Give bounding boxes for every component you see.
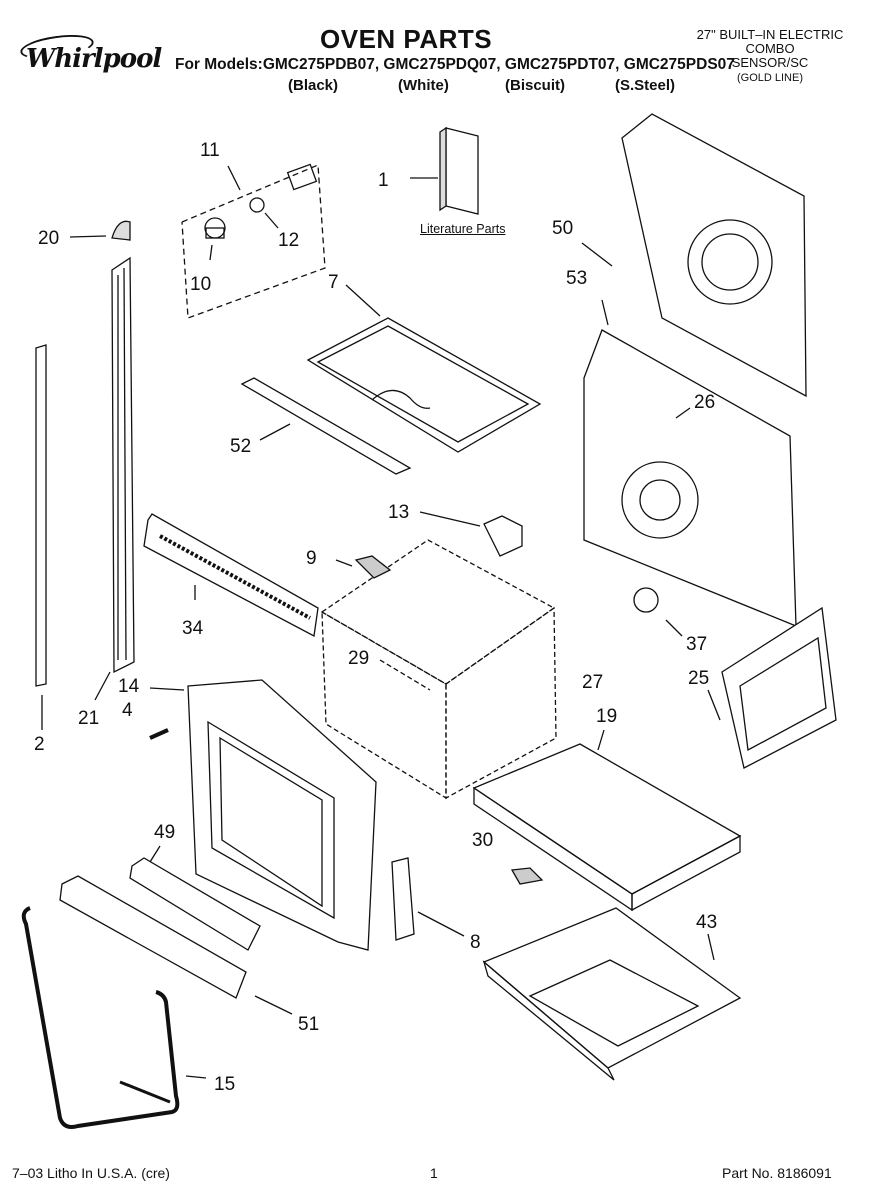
callout-2: 2 bbox=[34, 734, 45, 755]
callout-11: 11 bbox=[200, 140, 220, 161]
part-2-strip bbox=[35, 344, 47, 730]
part-52-strip bbox=[240, 377, 412, 475]
callout-20: 20 bbox=[38, 228, 60, 249]
callout-8: 8 bbox=[470, 932, 481, 953]
callout-1: 1 bbox=[378, 170, 389, 191]
brand-name: Whirlpool bbox=[26, 44, 162, 74]
callout-13: 13 bbox=[388, 502, 410, 523]
callout-52: 52 bbox=[230, 436, 252, 457]
finish-black: (Black) bbox=[288, 77, 339, 94]
product-type-line2: COMBO bbox=[745, 41, 795, 56]
callout-43: 43 bbox=[696, 912, 718, 933]
part-49-trim bbox=[129, 845, 261, 951]
product-type-line4: (GOLD LINE) bbox=[736, 72, 803, 84]
part-30-clip bbox=[510, 867, 544, 885]
literature-booklet bbox=[410, 126, 479, 215]
model-list: For Models:GMC275PDB07, GMC275PDQ07, GMC… bbox=[175, 56, 735, 73]
callout-7: 7 bbox=[328, 272, 339, 293]
callout-49: 49 bbox=[154, 822, 176, 843]
part-13-bracket bbox=[419, 511, 523, 557]
callout-34: 34 bbox=[182, 618, 204, 639]
part-43-tray bbox=[482, 907, 742, 1081]
callout-10: 10 bbox=[190, 274, 212, 295]
part-37-element bbox=[633, 587, 683, 637]
part-50-back-panel bbox=[581, 113, 807, 398]
callout-21: 21 bbox=[78, 708, 100, 729]
product-type-line3: SENSOR/SC bbox=[731, 55, 809, 70]
callout-19: 19 bbox=[596, 706, 618, 727]
part-27-oven-cavity bbox=[320, 539, 557, 800]
part-8-bracket bbox=[391, 857, 465, 941]
part-14-front-frame bbox=[149, 679, 377, 951]
callout-12: 12 bbox=[278, 230, 300, 251]
footer-litho: 7–03 Litho In U.S.A. (cre) bbox=[12, 1165, 170, 1181]
callout-27: 27 bbox=[582, 672, 604, 693]
part-9-fan bbox=[354, 555, 392, 579]
part-15-gasket bbox=[21, 906, 207, 1129]
part-19-shelf bbox=[472, 729, 742, 912]
callout-9: 9 bbox=[306, 548, 317, 569]
product-type-line1: 27" BUILT–IN ELECTRIC bbox=[696, 27, 844, 42]
callout-4: 4 bbox=[122, 700, 133, 721]
part-34-vent bbox=[143, 513, 319, 638]
part-25-side-panel bbox=[707, 606, 837, 769]
finish-stainless: (S.Steel) bbox=[615, 77, 676, 94]
callout-14: 14 bbox=[118, 676, 140, 697]
part-51-vent-trim bbox=[59, 875, 293, 1015]
callout-53: 53 bbox=[566, 268, 588, 289]
page-title: OVEN PARTS bbox=[320, 24, 493, 54]
callout-26: 26 bbox=[694, 392, 716, 413]
part-20-cap bbox=[111, 220, 131, 241]
knob-assembly bbox=[181, 163, 326, 319]
part-26-fan-panel bbox=[583, 299, 797, 627]
footer-part-number: Part No. 8186091 bbox=[722, 1165, 832, 1181]
whirlpool-logo: Whirlpool bbox=[18, 30, 173, 80]
callout-51: 51 bbox=[298, 1014, 320, 1035]
literature-parts-label: Literature Parts bbox=[420, 222, 506, 236]
callout-15: 15 bbox=[214, 1074, 236, 1095]
part-4-screw bbox=[149, 728, 169, 740]
finish-biscuit: (Biscuit) bbox=[505, 77, 565, 94]
callout-29: 29 bbox=[348, 648, 370, 669]
part-21-side-trim bbox=[94, 256, 135, 701]
finish-white: (White) bbox=[398, 77, 449, 94]
part-7-door-frame bbox=[306, 284, 542, 453]
footer-page-number: 1 bbox=[430, 1165, 438, 1181]
callout-50: 50 bbox=[552, 218, 574, 239]
callout-37: 37 bbox=[686, 634, 708, 655]
callout-30: 30 bbox=[472, 830, 494, 851]
callout-25: 25 bbox=[688, 668, 710, 689]
